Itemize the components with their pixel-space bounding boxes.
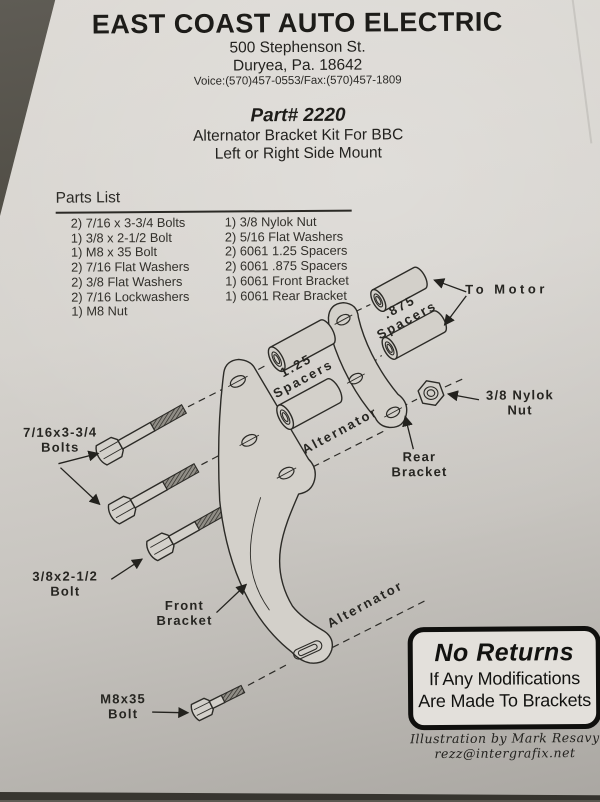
bolt-716-drawing-2 xyxy=(107,462,200,525)
bolt-38-label: 3/8x2-1/2 Bolt xyxy=(32,568,99,599)
spacer-125-drawing-lower xyxy=(276,378,343,431)
bolt-716-drawing-1 xyxy=(95,404,188,466)
notice-line-3: Are Made To Brackets xyxy=(418,689,592,712)
rear-bracket-drawing xyxy=(327,301,408,429)
notice-line-2: If Any Modifications xyxy=(428,668,581,690)
bolts-716-label: 7/16x3-3/4 Bolts xyxy=(23,424,98,455)
bolt-m8-drawing xyxy=(190,684,246,722)
leader-arrows xyxy=(58,278,480,719)
rear-bracket-label: Rear Bracket xyxy=(391,449,448,479)
spacer-125-drawing-upper xyxy=(267,319,336,373)
adjustment-slot xyxy=(293,640,323,660)
spacer-875-drawing-upper xyxy=(370,266,428,313)
alternator-underline-front xyxy=(321,598,429,654)
notice-title: No Returns xyxy=(434,638,575,668)
front-bracket-label: Front Bracket xyxy=(156,597,213,628)
front-bracket-holes xyxy=(227,375,297,480)
bolt-38-drawing xyxy=(146,505,228,562)
rear-bracket-holes xyxy=(334,313,403,419)
no-returns-notice: No Returns If Any Modifications Are Made… xyxy=(407,625,600,731)
nylok-nut-label: 3/8 Nylok Nut xyxy=(485,387,554,418)
credit-line-2: rezz@intergrafix.net xyxy=(434,744,576,761)
nylok-nut-drawing xyxy=(417,380,445,407)
illustration-credit: Illustration by Mark Resavy rezz@intergr… xyxy=(407,730,600,761)
to-motor-label: To Motor xyxy=(465,281,548,297)
m8-bolt-label: M8x35 Bolt xyxy=(100,691,147,721)
alternator-underline-rear xyxy=(280,429,386,484)
